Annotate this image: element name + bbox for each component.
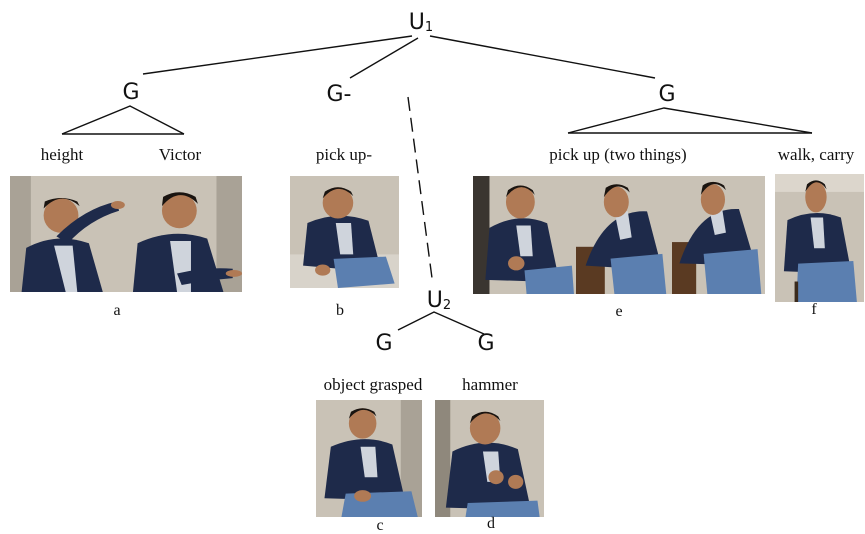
letter-a: a xyxy=(113,302,121,319)
letter-e: e xyxy=(615,303,623,320)
edge-u1-g-left xyxy=(142,35,413,75)
node-u2-base: U xyxy=(426,288,443,313)
photo-b-pick-up xyxy=(290,176,399,288)
photo-a-height xyxy=(10,176,126,292)
node-u2: U2 xyxy=(427,290,451,317)
label-pick-up-dash: pick up- xyxy=(315,145,373,164)
label-pick-up-two-things: pick up (two things) xyxy=(549,145,687,164)
letter-c: c xyxy=(376,517,384,534)
node-g-mid: G- xyxy=(326,82,352,107)
edge-g-right-branches xyxy=(567,107,813,134)
edge-u1-g-mid xyxy=(349,37,419,79)
node-g-u2-right: G xyxy=(477,331,495,356)
photo-d-hammer xyxy=(435,400,544,517)
edge-u1-g-right xyxy=(429,35,656,79)
edge-g-left-branches xyxy=(61,105,185,135)
node-g-right: G xyxy=(658,82,676,107)
label-victor: Victor xyxy=(158,145,202,164)
label-object-grasped: object grasped xyxy=(323,375,423,394)
label-hammer: hammer xyxy=(462,375,518,394)
letter-d: d xyxy=(487,515,495,532)
node-u1-base: U xyxy=(408,10,425,35)
photo-c-object-grasped xyxy=(316,400,422,517)
edge-u2-branches xyxy=(397,311,485,335)
node-u1: U1 xyxy=(409,12,433,39)
photo-e-pick-up-1 xyxy=(473,176,576,294)
label-walk-carry: walk, carry xyxy=(777,145,855,164)
edge-g-mid-u2-dashed xyxy=(407,96,433,279)
node-g-left: G xyxy=(122,80,140,105)
letter-b: b xyxy=(336,302,344,319)
photo-a-victor xyxy=(126,176,242,292)
photo-e-pick-up-3 xyxy=(672,176,765,294)
photo-f-walk-carry xyxy=(775,174,864,302)
letter-f: f xyxy=(811,301,817,318)
photo-e-pick-up-2 xyxy=(576,176,672,294)
label-height: height xyxy=(40,145,84,164)
node-u2-sub: 2 xyxy=(442,298,452,313)
node-g-u2-left: G xyxy=(375,331,393,356)
node-u1-sub: 1 xyxy=(424,20,434,35)
